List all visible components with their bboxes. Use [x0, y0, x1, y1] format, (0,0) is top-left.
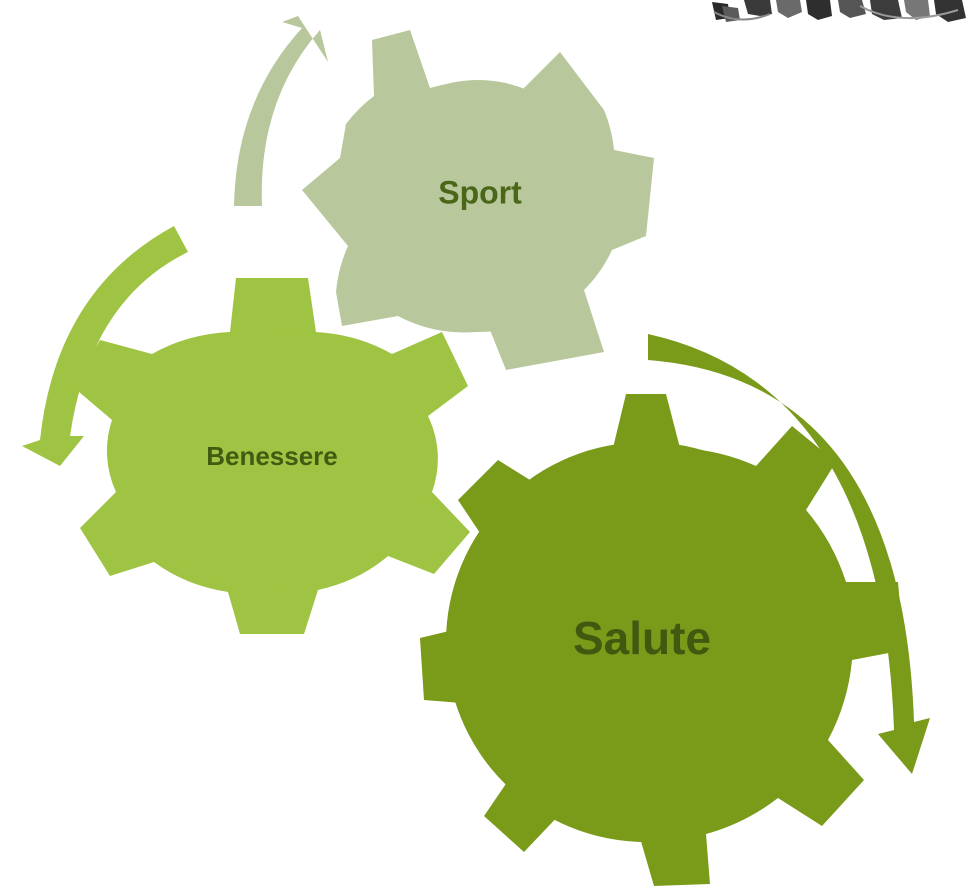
gear-salute: Salute	[420, 394, 904, 886]
arrow-sport	[234, 16, 328, 206]
gear-label-benessere: Benessere	[206, 441, 338, 471]
gear-label-salute: Salute	[573, 612, 711, 664]
sketch-illustration	[712, 0, 966, 22]
gear-sport: Sport	[302, 30, 654, 370]
arrow-benessere	[22, 226, 188, 466]
gear-label-sport: Sport	[438, 174, 522, 210]
gear-benessere: Benessere	[72, 278, 470, 634]
arrow-salute	[648, 334, 930, 774]
